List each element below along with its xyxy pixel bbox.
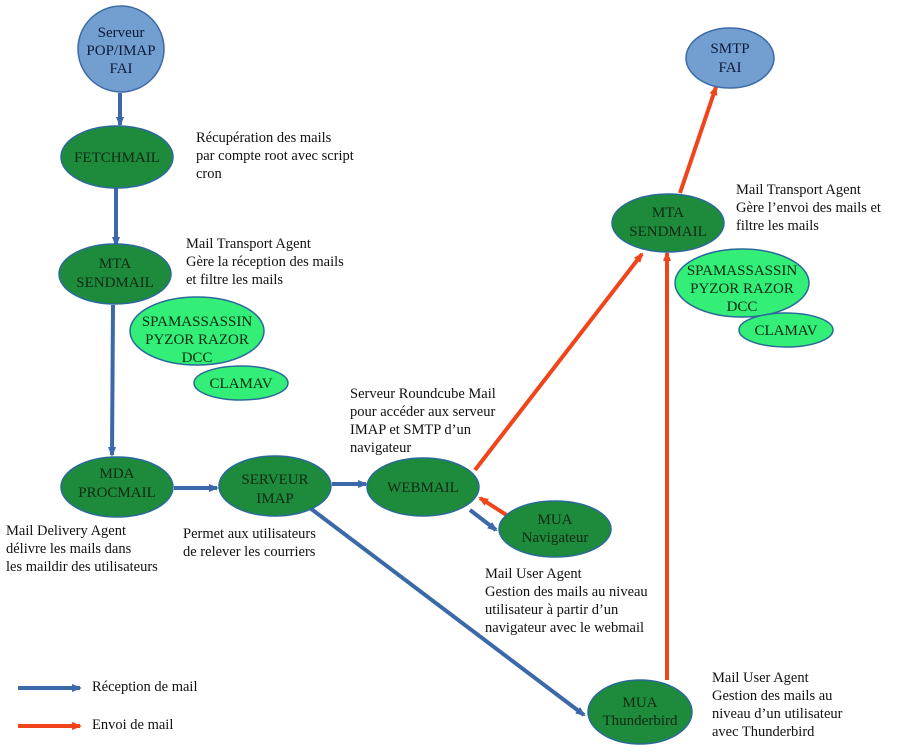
node-label-line: Navigateur	[522, 530, 589, 546]
node-label-line: SENDMAIL	[76, 275, 154, 291]
note-webmail: Serveur Roundcube Mail pour accéder aux …	[350, 386, 496, 456]
arrow-mua-browser-to-webmail	[478, 496, 510, 518]
node-label-line: POP/IMAP	[86, 43, 155, 59]
arrow-imap-to-thunderbird	[308, 506, 586, 717]
node-label-line: SENDMAIL	[629, 224, 707, 240]
node-label-line: SPAMASSASSIN	[142, 314, 253, 330]
node-label-line: FAI	[718, 60, 741, 76]
node-imap-server: SERVEUR IMAP	[218, 455, 332, 517]
node-label-line: CLAMAV	[754, 323, 817, 339]
note-imap: Permet aux utilisateurs de relever les c…	[183, 526, 316, 560]
node-clamav-reception: CLAMAV	[193, 365, 289, 401]
note-mua-browser: Mail User Agent Gestion des mails au niv…	[485, 566, 648, 636]
node-label-line: Thunderbird	[603, 713, 678, 729]
node-label-line: DCC	[182, 350, 213, 366]
node-mta-reception: MTA SENDMAIL	[58, 243, 172, 305]
note-fetchmail: Récupération des mails par compte root a…	[196, 130, 354, 182]
legend-reception-label: Réception de mail	[92, 679, 198, 695]
sending-arrows	[473, 85, 718, 680]
node-label-line: FAI	[109, 61, 132, 77]
arrow-webmail-to-mua-browser	[468, 508, 498, 532]
node-mta-sending: MTA SENDMAIL	[611, 193, 725, 253]
arrow-mta-to-mda	[108, 304, 117, 457]
node-label-line: MDA	[99, 466, 134, 482]
node-label-line: DCC	[727, 299, 758, 315]
reception-arrows	[108, 93, 586, 717]
note-mta-reception: Mail Transport Agent Gère la réception d…	[186, 236, 344, 288]
node-label-line: SPAMASSASSIN	[687, 263, 798, 279]
node-label-line: FETCHMAIL	[74, 150, 160, 166]
node-label-line: Serveur	[98, 25, 145, 41]
node-label-line: MUA	[622, 695, 657, 711]
node-label-line: SERVEUR	[241, 472, 308, 488]
node-filters-sending: SPAMASSASSIN PYZOR RAZOR DCC	[674, 248, 810, 318]
node-label-line: PYZOR RAZOR	[145, 332, 249, 348]
node-mda-procmail: MDA PROCMAIL	[60, 456, 174, 518]
node-label-line: CLAMAV	[209, 376, 272, 392]
note-mda: Mail Delivery Agent délivre les mails da…	[6, 523, 158, 575]
node-label-line: IMAP	[256, 491, 294, 507]
node-label-line: MUA	[537, 512, 572, 528]
node-filters-reception: SPAMASSASSIN PYZOR RAZOR DCC	[129, 296, 265, 366]
node-label-line: PROCMAIL	[78, 485, 156, 501]
node-pop-imap-server: Serveur POP/IMAP FAI	[77, 5, 165, 93]
legend-sending-label: Envoi de mail	[92, 717, 174, 733]
node-label-line: WEBMAIL	[387, 480, 459, 496]
node-label-line: MTA	[99, 256, 131, 272]
note-mua-thunderbird: Mail User Agent Gestion des mails au niv…	[712, 670, 843, 740]
node-clamav-sending: CLAMAV	[738, 312, 834, 348]
node-mua-thunderbird: MUA Thunderbird	[587, 679, 693, 745]
node-label-line: SMTP	[710, 41, 749, 57]
arrow-mta-to-smtp	[678, 85, 718, 194]
node-fetchmail: FETCHMAIL	[60, 125, 174, 189]
note-mta-sending: Mail Transport Agent Gère l’envoi des ma…	[736, 182, 881, 234]
node-label-line: MTA	[652, 205, 684, 221]
node-label-line: PYZOR RAZOR	[690, 281, 794, 297]
arrow-webmail-to-mta	[473, 252, 644, 472]
node-webmail: WEBMAIL	[366, 457, 480, 517]
node-smtp-server: SMTP FAI	[685, 27, 775, 89]
node-mua-browser: MUA Navigateur	[498, 500, 612, 558]
